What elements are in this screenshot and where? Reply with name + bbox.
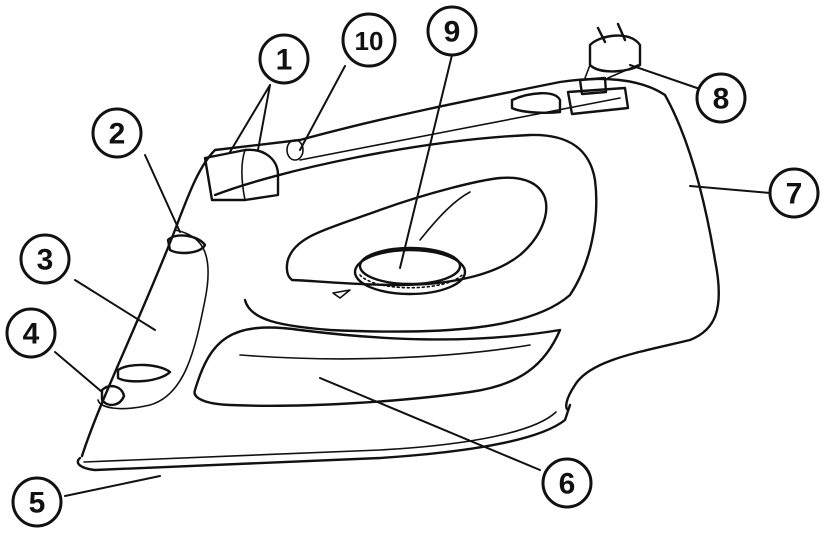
callout-label: 8 [713, 83, 730, 116]
callout-4: 4 [7, 309, 55, 357]
spray-button [168, 235, 205, 253]
callout-label: 2 [109, 118, 126, 151]
handle [215, 135, 596, 332]
callout-6: 6 [543, 459, 591, 507]
callout-label: 1 [276, 44, 293, 77]
callout-5: 5 [13, 478, 61, 526]
callout-8: 8 [697, 74, 745, 122]
soleplate [78, 405, 570, 470]
callout-7: 7 [770, 169, 818, 217]
callout-label: 9 [444, 16, 461, 49]
callout-2: 2 [93, 109, 141, 157]
callout-label: 7 [786, 178, 803, 211]
callout-label: 3 [37, 244, 54, 277]
callout-label: 4 [23, 318, 40, 351]
temperature-dial [333, 248, 465, 298]
callout-label: 6 [559, 468, 576, 501]
steam-lever [118, 365, 170, 381]
callout-label: 5 [29, 487, 46, 520]
leader-lines [55, 55, 770, 496]
cord-plug [512, 24, 640, 114]
callout-3: 3 [21, 235, 69, 283]
front-panel [195, 328, 560, 406]
callout-1: 1 [260, 35, 308, 83]
callout-10: 10 [343, 14, 395, 66]
callout-9: 9 [428, 7, 476, 55]
callout-label: 10 [355, 26, 384, 56]
